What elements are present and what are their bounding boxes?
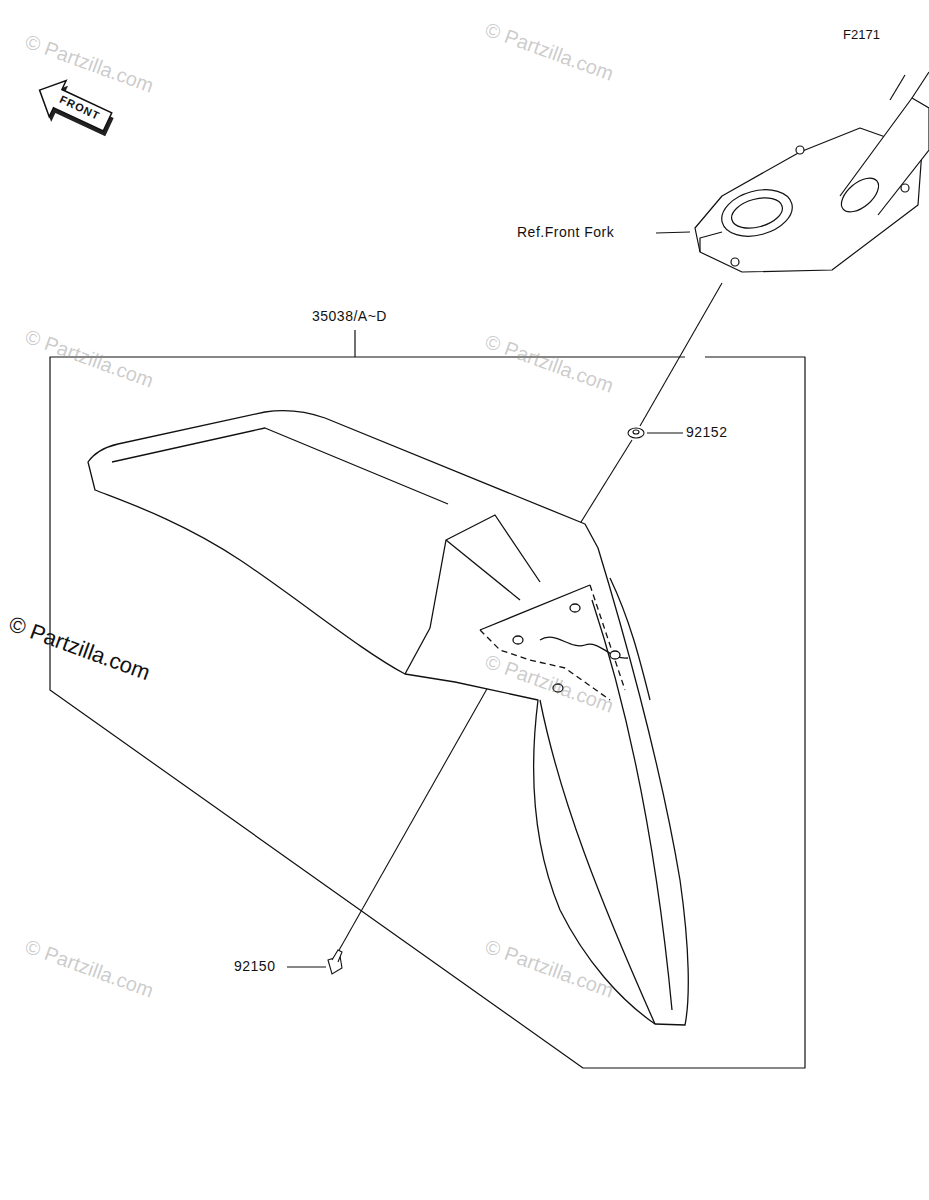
front-fork [695, 72, 929, 272]
part-number: 92150 [234, 959, 275, 974]
figure-code: F2171 [843, 28, 880, 42]
reference-label: Ref.Front Fork [517, 225, 614, 240]
watermark: © Partzilla.com [6, 612, 154, 685]
watermark: © Partzilla.com [22, 325, 156, 392]
part-number: 35038/A~D [312, 309, 387, 324]
front-fender [88, 411, 688, 1025]
bracket-frame [50, 330, 805, 1068]
front-arrow [29, 72, 119, 145]
part-number: 92152 [686, 425, 727, 440]
watermark: © Partzilla.com [482, 330, 616, 397]
watermark: © Partzilla.com [22, 30, 156, 97]
watermark: © Partzilla.com [482, 18, 616, 85]
watermark: © Partzilla.com [22, 935, 156, 1002]
